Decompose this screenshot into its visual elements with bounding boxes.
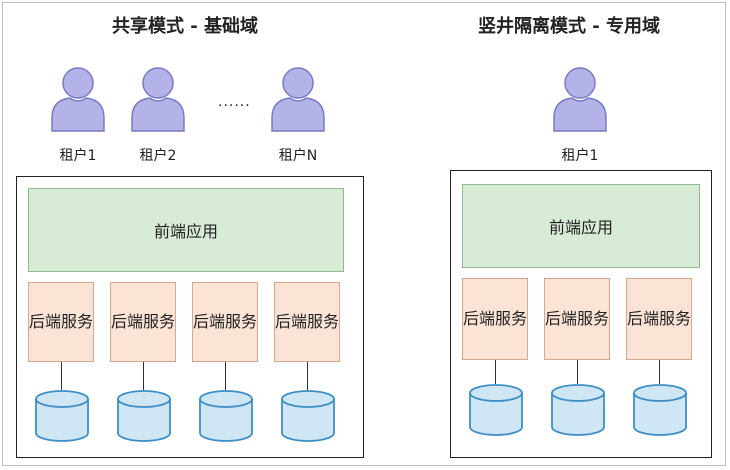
service-label-line2: 服务 <box>61 312 94 331</box>
isolated-backend-service: 后端服务 <box>462 278 528 360</box>
service-db-connector <box>495 360 496 384</box>
service-label-line2: 服务 <box>659 309 692 328</box>
service-label-line1: 后端 <box>29 312 62 331</box>
shared-backend-service: 后端服务 <box>110 282 176 362</box>
shared-backend-service: 后端服务 <box>28 282 94 362</box>
service-db-connector <box>143 362 144 390</box>
service-db-connector <box>577 360 578 384</box>
user-icon <box>130 66 186 132</box>
user-icon <box>50 66 106 132</box>
user-icon <box>270 66 326 132</box>
database-icon <box>34 390 90 442</box>
service-label-line2: 服务 <box>577 309 610 328</box>
ellipsis: ...... <box>218 94 251 110</box>
service-label-line2: 服务 <box>495 309 528 328</box>
user-icon <box>552 66 608 132</box>
service-label-line2: 服务 <box>143 312 176 331</box>
shared-mode-title: 共享模式 - 基础域 <box>112 16 259 37</box>
isolated-frontend-app: 前端应用 <box>462 184 700 268</box>
database-icon <box>632 384 688 436</box>
service-label-line1: 后端 <box>463 309 496 328</box>
service-db-connector <box>659 360 660 384</box>
isolated-backend-service: 后端服务 <box>544 278 610 360</box>
database-icon <box>468 384 524 436</box>
service-label-line1: 后端 <box>193 312 226 331</box>
database-icon <box>550 384 606 436</box>
tenant-label: 租户1 <box>561 148 599 164</box>
service-label-line1: 后端 <box>275 312 308 331</box>
service-db-connector <box>225 362 226 390</box>
database-icon <box>280 390 336 442</box>
service-db-connector <box>307 362 308 390</box>
service-label-line1: 后端 <box>545 309 578 328</box>
shared-frontend-app: 前端应用 <box>28 188 344 272</box>
isolated-backend-service: 后端服务 <box>626 278 692 360</box>
isolated-mode-title: 竖井隔离模式 - 专用域 <box>478 16 661 37</box>
tenant-label: 租户N <box>278 148 318 164</box>
shared-backend-service: 后端服务 <box>192 282 258 362</box>
service-label-line1: 后端 <box>627 309 660 328</box>
database-icon <box>198 390 254 442</box>
service-label-line2: 服务 <box>307 312 340 331</box>
service-db-connector <box>61 362 62 390</box>
database-icon <box>116 390 172 442</box>
service-label-line1: 后端 <box>111 312 144 331</box>
tenant-label: 租户1 <box>59 148 97 164</box>
service-label-line2: 服务 <box>225 312 258 331</box>
diagram-frame <box>2 2 726 466</box>
tenant-label: 租户2 <box>139 148 177 164</box>
shared-backend-service: 后端服务 <box>274 282 340 362</box>
